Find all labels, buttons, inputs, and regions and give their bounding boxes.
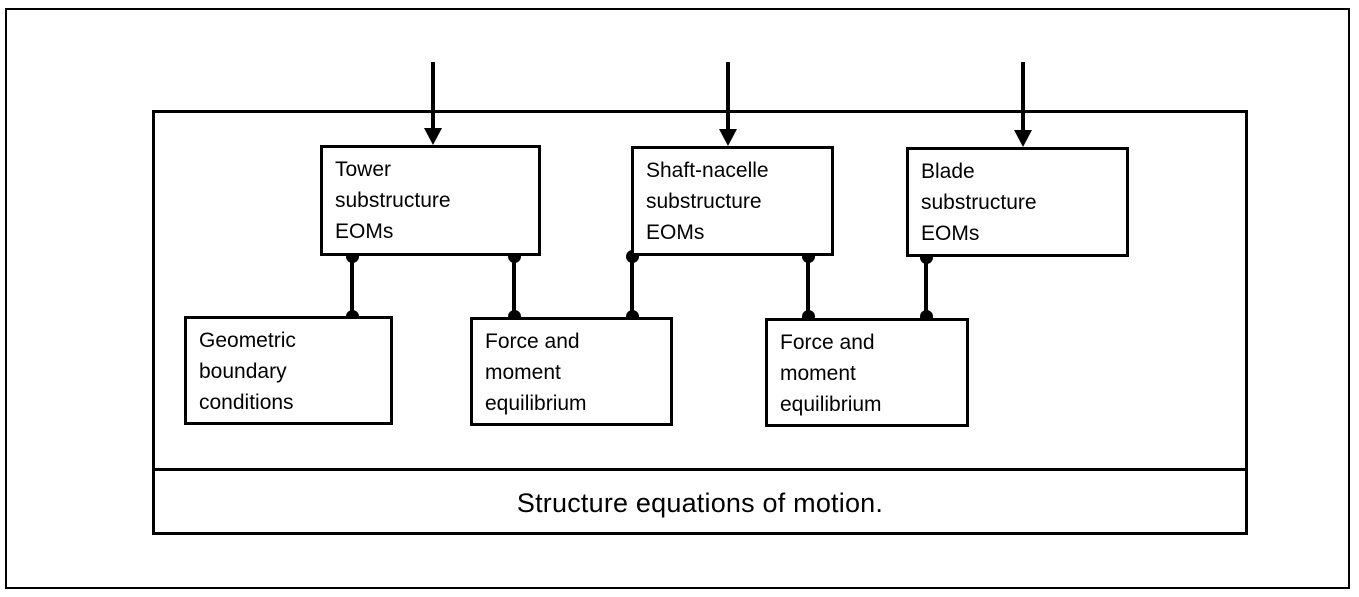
- arrow-head-icon: [1014, 130, 1032, 147]
- node-line: EOMs: [646, 221, 705, 244]
- connector-tower-to-geometric-bc: [350, 256, 354, 318]
- arrow-head-icon: [719, 129, 737, 146]
- node-line: boundary: [199, 360, 287, 383]
- node-line: substructure: [335, 189, 451, 212]
- node-geometric-boundary-conditions[interactable]: Geometric boundary conditions: [184, 316, 393, 425]
- node-blade-substructure-eoms[interactable]: Blade substructure EOMs: [906, 147, 1129, 257]
- node-line: moment: [485, 361, 561, 384]
- node-tower-substructure-eoms[interactable]: Tower substructure EOMs: [320, 145, 541, 256]
- connector-tower-to-force-moment-1: [512, 256, 516, 318]
- node-line: EOMs: [921, 222, 980, 245]
- arrow-shaft: [1021, 62, 1025, 132]
- node-line: Shaft-nacelle: [646, 159, 769, 182]
- node-line: substructure: [921, 191, 1037, 214]
- node-line: moment: [780, 362, 856, 385]
- node-line: Tower: [335, 158, 392, 181]
- node-force-and-moment-equilibrium-2[interactable]: Force and moment equilibrium: [765, 318, 969, 427]
- caption-strip: Structure equations of motion.: [152, 471, 1248, 535]
- outer-frame: [5, 8, 1350, 589]
- connector-shaft-nacelle-to-force-moment-2: [806, 256, 810, 318]
- node-line: equilibrium: [485, 392, 587, 415]
- connector-shaft-nacelle-to-force-moment-1: [630, 256, 634, 318]
- connector-blade-to-force-moment-2: [924, 257, 928, 318]
- node-line: substructure: [646, 190, 762, 213]
- node-force-and-moment-equilibrium-1[interactable]: Force and moment equilibrium: [470, 317, 673, 426]
- node-line: Force and: [780, 331, 875, 354]
- arrow-shaft: [431, 62, 435, 130]
- node-shaft-nacelle-substructure-eoms[interactable]: Shaft-nacelle substructure EOMs: [631, 146, 834, 256]
- arrow-shaft: [726, 62, 730, 131]
- caption-divider: [152, 468, 1248, 471]
- node-line: EOMs: [335, 220, 394, 243]
- arrow-head-icon: [424, 128, 442, 145]
- node-line: conditions: [199, 391, 294, 414]
- node-line: Geometric: [199, 329, 296, 352]
- figure-caption: Structure equations of motion.: [516, 487, 884, 518]
- node-line: equilibrium: [780, 393, 882, 416]
- node-line: Force and: [485, 330, 580, 353]
- structure-model-group-box: [152, 110, 1248, 535]
- node-line: Blade: [921, 160, 975, 183]
